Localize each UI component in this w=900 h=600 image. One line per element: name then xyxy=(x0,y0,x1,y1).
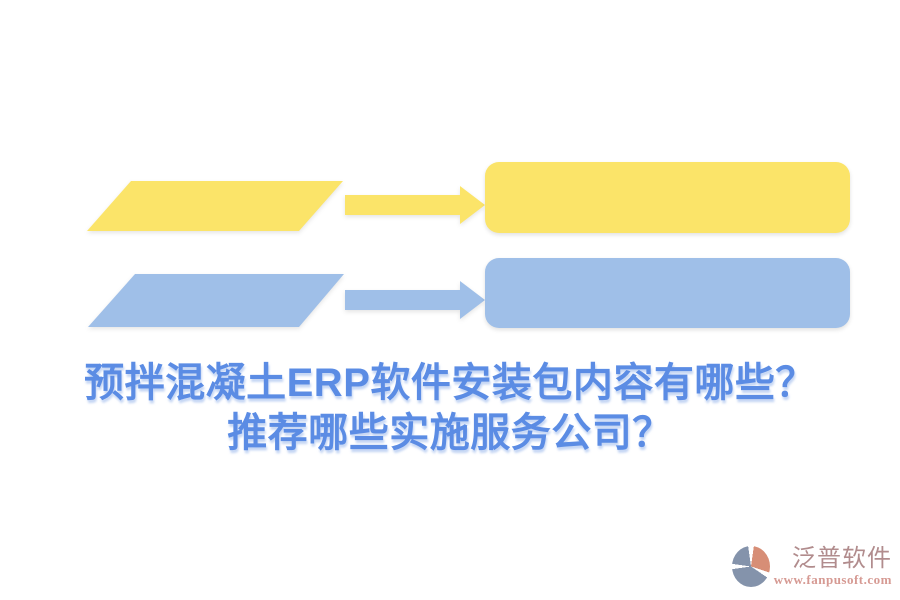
footer-branding: 泛普软件 www.fanpusoft.com xyxy=(731,546,892,587)
rounded-rectangle-yellow xyxy=(485,162,850,233)
title-block: 预拌混凝土ERP软件安装包内容有哪些？ 推荐哪些实施服务公司？ xyxy=(0,358,900,458)
parallelogram-yellow xyxy=(87,181,343,231)
brand-text-column: 泛普软件 www.fanpusoft.com xyxy=(774,546,892,587)
title-line-2: 推荐哪些实施服务公司？ xyxy=(227,411,673,455)
right-arrow-blue-icon xyxy=(345,281,485,319)
fanpu-logo-icon xyxy=(731,546,770,587)
brand-website: www.fanpusoft.com xyxy=(773,572,892,587)
rounded-rectangle-blue xyxy=(485,258,850,328)
title-line-1: 预拌混凝土ERP软件安装包内容有哪些？ xyxy=(84,361,816,405)
parallelogram-blue xyxy=(88,274,344,327)
right-arrow-yellow-icon xyxy=(345,186,485,224)
brand-name: 泛普软件 xyxy=(792,546,892,572)
